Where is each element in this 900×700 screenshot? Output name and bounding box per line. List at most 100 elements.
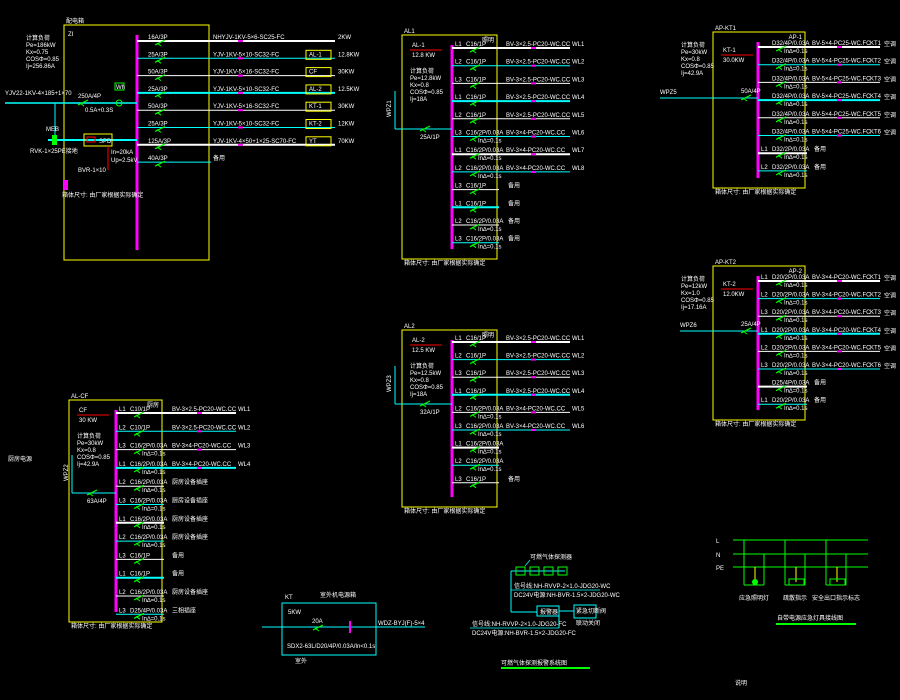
cable-spec: BV-5×4-PC25-WC.FC: [812, 130, 871, 136]
breaker-rating: C16/1P: [130, 572, 150, 578]
cable-spec: BV-3×2.5-PC20-WC.CC: [506, 354, 571, 360]
breaker-symbol: [775, 80, 787, 87]
breaker-symbol: [775, 133, 787, 141]
breaker-contact: [471, 466, 477, 471]
circuit-destination: WL1: [572, 42, 585, 48]
conduit-mark: [837, 116, 842, 119]
conduit-mark: [837, 63, 842, 66]
destination-box: [305, 49, 332, 60]
rcd-setting: In∆=0.1s: [784, 300, 808, 307]
load-calc-param: 计算负荷: [681, 275, 705, 283]
panel-header: 照明: [482, 37, 494, 44]
phase-label: L1: [455, 148, 462, 154]
circuit-destination: WL4: [572, 95, 585, 101]
conduit-mark: [531, 82, 536, 85]
shutoff-valve-note: 联动关闭: [576, 619, 600, 627]
rcd-setting: In∆=0.1s: [784, 83, 808, 90]
circuit-destination: WL6: [572, 131, 585, 137]
rcd-setting: In∆=0.1s: [784, 317, 808, 324]
breaker-symbol: [469, 463, 481, 470]
breaker-symbol: [775, 332, 787, 339]
load-type: 空调: [884, 58, 896, 66]
breaker-symbol: [775, 297, 787, 304]
rail-label-PE: PE: [716, 566, 724, 572]
conduit-mark: [197, 466, 202, 469]
breaker-contact: [471, 449, 477, 454]
incoming-cable-label: WPZ1: [387, 100, 393, 117]
breaker-rating: C16/2P/0.03A: [130, 444, 167, 450]
rcd-setting: In∆=0.1s: [784, 172, 808, 179]
breaker-symbol: [775, 385, 787, 392]
load-calc-param: Ij=256.86A: [26, 64, 55, 70]
rcd-setting: In∆=0.1s: [142, 597, 166, 604]
breaker-contact: [421, 128, 427, 133]
energy-meter-label: Wh: [116, 85, 125, 91]
circuit-destination: 备用: [172, 551, 184, 559]
gas-detector-icon: [515, 566, 526, 576]
gas-detector-icon: [557, 566, 568, 576]
rcd-setting: In∆=0.1s: [478, 466, 502, 473]
ground-label: RVK-1×25PE接地: [30, 147, 78, 155]
breaker-contact: [156, 42, 162, 47]
cable-spec: BV-5×4-PC25-WC.FC: [812, 112, 871, 118]
breaker-symbol: [133, 429, 145, 436]
conduit-mark: [837, 332, 842, 335]
panel-box-kt2: [712, 265, 806, 421]
breaker-contact: [135, 615, 141, 620]
destination-box: [305, 84, 332, 95]
breaker-contact: [471, 67, 477, 72]
cable-spec: BV-3×2.5-PC20-WC.CC: [506, 336, 571, 342]
destination-label: AL-2: [309, 87, 322, 93]
load-calc-param: 计算负荷: [410, 362, 434, 370]
conduit-mark: [238, 74, 243, 77]
kt-box-rating: 5KW: [288, 610, 301, 616]
breaker-symbol: [133, 576, 145, 583]
rcd-setting: In∆=0.1s: [142, 524, 166, 531]
breaker-symbol: [154, 160, 166, 167]
breaker-rating: C16/2P/0.03A: [466, 459, 503, 465]
circuit-destination: WL2: [238, 425, 251, 431]
breaker-symbol: [469, 117, 481, 124]
rcd-setting: In∆=0.1s: [784, 405, 808, 412]
phase-label: L1: [119, 407, 126, 413]
breaker-contact: [156, 146, 162, 151]
breaker-symbol: [469, 428, 481, 435]
load-calc-param: 计算负荷: [77, 432, 101, 440]
incoming-breaker: [419, 125, 431, 132]
incoming-breaker: [419, 400, 431, 407]
circuit-destination: WL8: [572, 166, 585, 172]
conduit-mark: [531, 117, 536, 120]
energy-meter: [114, 82, 125, 91]
phase-label: L3: [119, 553, 126, 559]
phase-label: L1: [761, 275, 768, 281]
rcd-setting: In∆=0.1s: [784, 335, 808, 342]
exit-sign-icon: [788, 578, 805, 586]
breaker-contact: [421, 403, 427, 408]
breaker-contact: [471, 155, 477, 160]
conduit-mark: [531, 153, 536, 156]
cable-spec: BV-3×4-PC20-WC.CC: [506, 424, 566, 430]
panel-tag: AL1: [404, 29, 415, 35]
breaker-rating: D20/2P/0.03A: [772, 363, 809, 369]
circuit-destination: KT1: [870, 275, 882, 281]
breaker-symbol: [775, 367, 787, 374]
rcd-setting: In∆=0.1s: [142, 451, 166, 458]
conduit-mark: [197, 448, 202, 451]
breaker-symbol: [469, 481, 481, 488]
rcd-setting: In∆=0.1s: [478, 138, 502, 145]
rcd-setting: In∆=0.1s: [784, 119, 808, 126]
gas-diagram-title: 可燃气体探测报警系统图: [501, 659, 567, 667]
breaker-contact: [471, 85, 477, 89]
panel-name: KT-1: [723, 48, 736, 54]
breaker-rating: D32/4P/0.03A: [772, 94, 809, 100]
panel-name: ZI: [68, 32, 74, 38]
conduit-mark: [837, 46, 842, 48]
cable-spec: YJV-1KV-5×10-SC32-FC: [213, 87, 280, 93]
conduit-mark: [837, 297, 842, 300]
breaker-rating: C16/1P: [466, 389, 486, 395]
breaker-contact: [471, 361, 477, 366]
load-type: 空调: [884, 129, 896, 137]
destination-label: AL-1: [309, 52, 322, 58]
breaker-contact: [471, 49, 477, 54]
incoming-breaker-label: 50A/4P: [741, 89, 761, 95]
